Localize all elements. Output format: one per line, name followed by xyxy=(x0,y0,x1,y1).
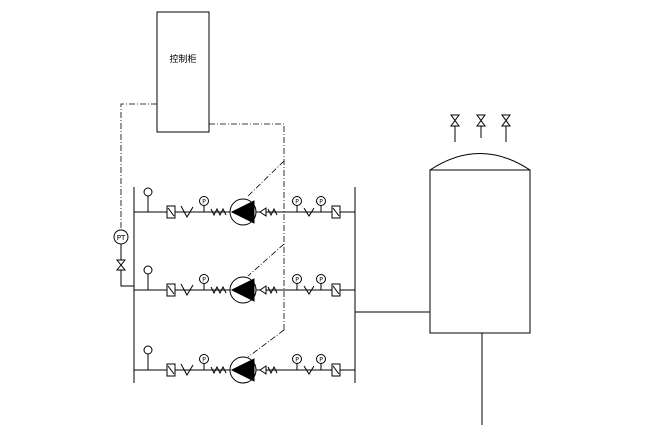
flex-joint-icon xyxy=(210,285,227,295)
pressure-gauge-label: P xyxy=(202,357,206,364)
pressure-gauge-label: P xyxy=(202,199,206,206)
vacuum-gauge-icon xyxy=(143,265,153,275)
flex-joint-icon xyxy=(210,207,227,217)
transmitter-valve-icon xyxy=(115,259,127,271)
check-valve-icon xyxy=(180,283,194,297)
flex-joint-icon xyxy=(210,365,227,375)
reducer-icon xyxy=(259,365,267,375)
flex-joint-icon xyxy=(267,285,278,295)
control-signal-lines xyxy=(120,103,285,358)
pressure-transmitter-label: PT xyxy=(117,234,126,242)
tank-top-valves xyxy=(450,114,511,142)
reducer-icon xyxy=(259,285,267,295)
pressure-transmitter-branch: PT xyxy=(113,229,134,287)
pressure-gauge-label: P xyxy=(295,199,299,206)
control-cabinet-label: 控制柜 xyxy=(169,53,196,65)
tank-vent-valve-icon xyxy=(501,114,511,142)
vacuum-gauge-icon xyxy=(143,187,153,197)
pressure-gauge-label: P xyxy=(319,277,323,284)
flex-joint-icon xyxy=(267,207,278,217)
reducer-icon xyxy=(259,207,267,217)
discharge-header xyxy=(354,187,430,383)
tank-vent-valve-icon xyxy=(450,114,460,142)
pump-rows: P P P P P P P P P xyxy=(134,187,355,384)
check-valve-icon xyxy=(180,205,194,219)
pressure-gauge-label: P xyxy=(319,357,323,364)
vacuum-gauge-icon xyxy=(143,345,153,355)
control-cabinet: 控制柜 xyxy=(156,11,210,133)
flex-joint-icon xyxy=(267,365,278,375)
check-valve-icon xyxy=(303,285,315,295)
pressure-gauge-label: P xyxy=(295,357,299,364)
pressure-tank xyxy=(429,114,531,425)
pressure-gauge-label: P xyxy=(202,277,206,284)
pressure-gauge-label: P xyxy=(295,277,299,284)
check-valve-icon xyxy=(303,365,315,375)
pressure-gauge-label: P xyxy=(319,199,323,206)
check-valve-icon xyxy=(180,363,194,377)
tank-vent-valve-icon xyxy=(476,114,486,138)
check-valve-icon xyxy=(303,207,315,217)
